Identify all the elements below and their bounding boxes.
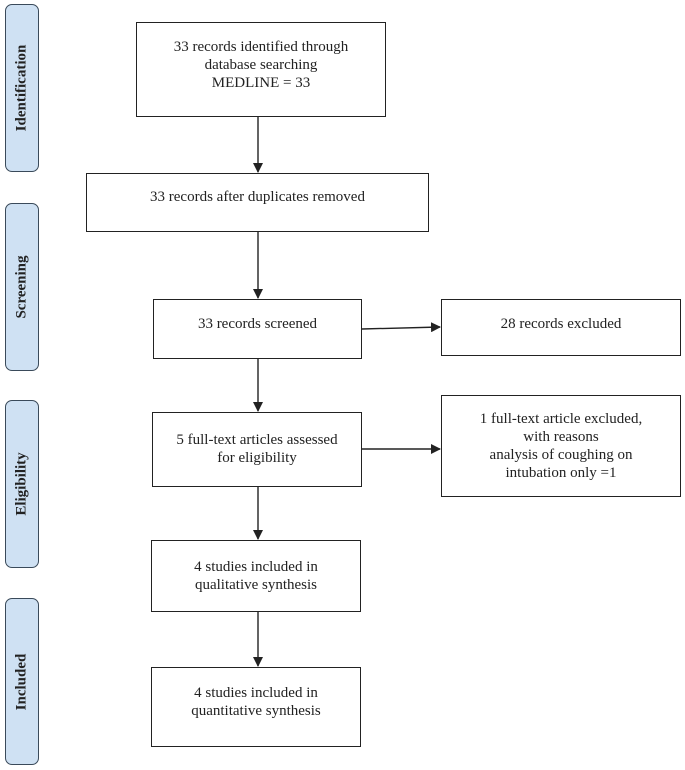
- box-records-screened-line: 33 records screened: [197, 316, 318, 332]
- box-qualitative-synthesis-line: 4 studies included in: [194, 559, 318, 575]
- box-quantitative-synthesis-line: quantitative synthesis: [191, 703, 321, 719]
- box-fulltext-excluded-line: with reasons: [523, 429, 599, 445]
- box-records-excluded: 28 records excluded: [441, 299, 681, 356]
- box-fulltext-excluded-line: intubation only =1: [505, 465, 617, 481]
- phase-included: Included: [5, 598, 39, 765]
- box-quantitative-synthesis: 4 studies included in quantitative synth…: [151, 667, 361, 747]
- box-qualitative-synthesis: 4 studies included in qualitative synthe…: [151, 540, 361, 612]
- box-qualitative-synthesis-line: qualitative synthesis: [194, 577, 318, 593]
- box-fulltext-assessed-line: for eligibility: [217, 450, 297, 466]
- arrow-screened-to-excluded: [361, 322, 441, 333]
- box-duplicates-removed-line: 33 records after duplicates removed: [150, 189, 365, 205]
- box-fulltext-excluded-line: analysis of coughing on: [489, 447, 633, 463]
- phase-eligibility: Eligibility: [5, 400, 39, 568]
- box-fulltext-excluded-line: 1 full-text article excluded,: [479, 411, 643, 427]
- phase-screening: Screening: [5, 203, 39, 371]
- box-records-screened: 33 records screened: [153, 299, 362, 359]
- box-records-identified-line: database searching: [204, 57, 318, 73]
- box-fulltext-assessed-line: 5 full-text articles assessed: [176, 432, 338, 448]
- box-records-identified: 33 records identified through database s…: [136, 22, 386, 117]
- box-fulltext-assessed: 5 full-text articles assessed for eligib…: [152, 412, 362, 487]
- phase-identification: Identification: [5, 4, 39, 172]
- box-records-identified-line: MEDLINE = 33: [211, 75, 311, 91]
- box-records-excluded-line: 28 records excluded: [500, 316, 622, 332]
- box-quantitative-synthesis-line: 4 studies included in: [194, 685, 318, 701]
- box-fulltext-excluded: 1 full-text article excluded, with reaso…: [441, 395, 681, 497]
- box-records-identified-line: 33 records identified through: [173, 39, 349, 55]
- box-duplicates-removed: 33 records after duplicates removed: [86, 173, 429, 232]
